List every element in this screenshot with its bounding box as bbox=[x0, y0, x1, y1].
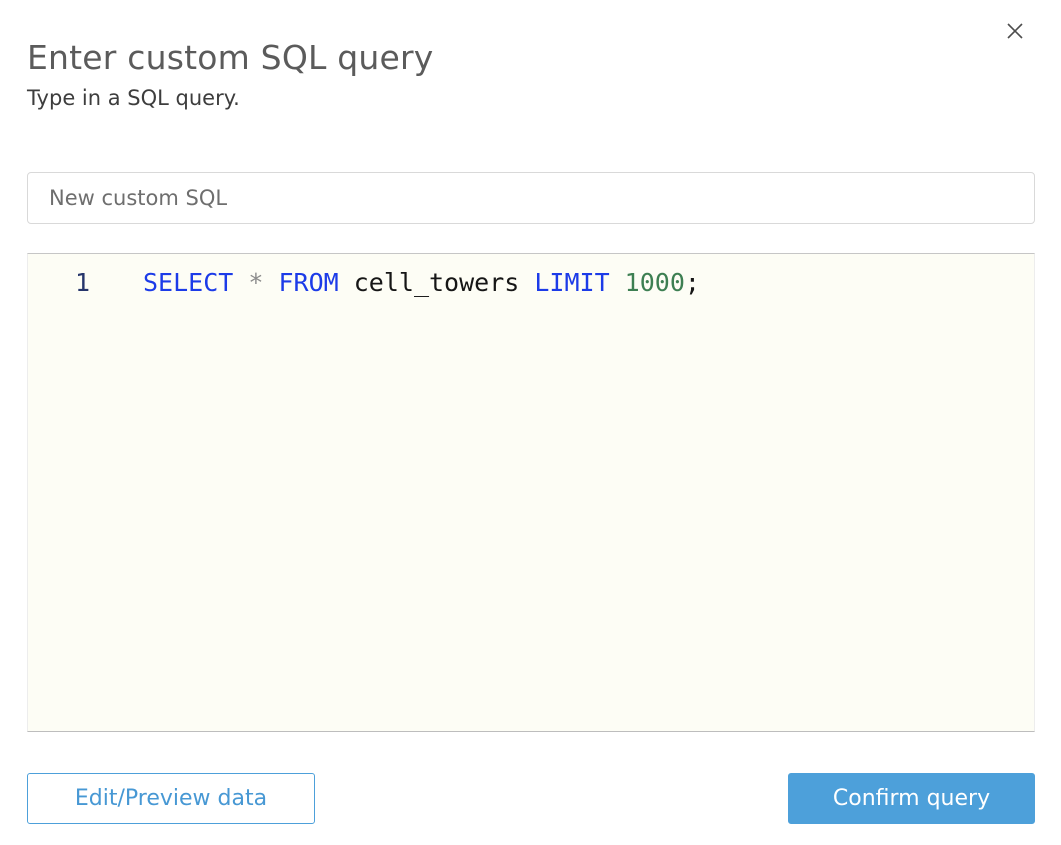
edit-preview-data-button[interactable]: Edit/Preview data bbox=[27, 773, 315, 824]
confirm-query-button[interactable]: Confirm query bbox=[788, 773, 1035, 824]
code-line-row: 1 SELECT * FROM cell_towers LIMIT 1000; bbox=[28, 254, 1034, 298]
sql-token-identifier: cell_towers bbox=[353, 268, 535, 297]
sql-query-text: SELECT * FROM cell_towers LIMIT 1000; bbox=[143, 268, 700, 298]
line-number: 1 bbox=[74, 268, 90, 297]
dialog-subtitle: Type in a SQL query. bbox=[27, 86, 240, 110]
close-button[interactable] bbox=[1003, 20, 1027, 44]
sql-token-semicolon: ; bbox=[684, 268, 700, 297]
sql-token-operator: * bbox=[248, 268, 279, 297]
sql-code-editor[interactable]: 1 SELECT * FROM cell_towers LIMIT 1000; bbox=[27, 253, 1035, 732]
sql-token-keyword: FROM bbox=[278, 268, 354, 297]
sql-token-keyword: SELECT bbox=[143, 268, 249, 297]
custom-sql-name-input[interactable] bbox=[27, 172, 1035, 224]
sql-token-number: 1000 bbox=[624, 268, 685, 297]
page-title: Enter custom SQL query bbox=[27, 38, 434, 78]
sql-token-keyword: LIMIT bbox=[534, 268, 625, 297]
close-icon bbox=[1005, 21, 1025, 44]
